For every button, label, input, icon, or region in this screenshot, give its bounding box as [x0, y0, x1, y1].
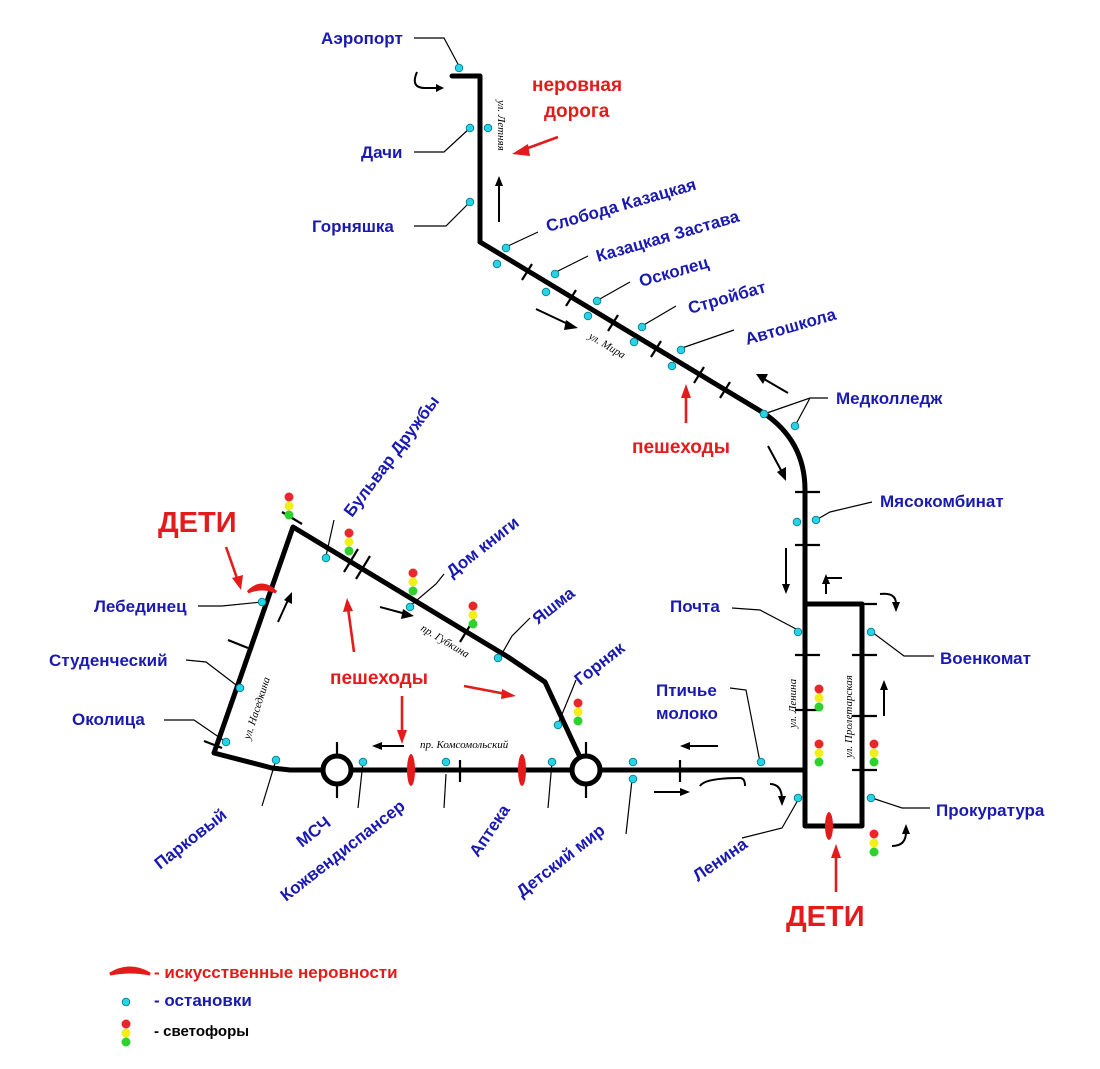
stop-label-studenchesky: Студенческий — [49, 651, 168, 670]
pedestrians-label-left: пешеходы — [330, 668, 428, 689]
stop-label-dom-knigi: Дом книги — [443, 513, 523, 581]
roundabout-mchs — [320, 753, 354, 787]
legend-bumps-text: - искусственные неровности — [154, 963, 398, 982]
street-nasedkina: ул. Наседкина — [241, 675, 273, 742]
traffic-light-icon — [344, 528, 354, 556]
traffic-light-icon — [814, 684, 824, 712]
road-komsomolsky-far-west — [211, 524, 589, 773]
stop-label-dachi: Дачи — [361, 143, 402, 162]
rough-road-label-1: неровная — [532, 75, 622, 96]
stop-label-lenina: Ленина — [689, 834, 751, 885]
stop-label-lebedinets: Лебединец — [94, 597, 187, 616]
stop-label-apteka: Аптека — [466, 801, 515, 860]
street-komsomolsky: пр. Комсомольский — [420, 739, 509, 751]
roundabout-gornyak — [569, 753, 603, 787]
legend: - искусственные неровности - остановки -… — [109, 963, 398, 1047]
traffic-light-icon — [408, 568, 418, 596]
stop-label-kozhvendispanser: Кожвендиспансер — [277, 796, 409, 905]
street-names: ул. Летняя ул. Мира ул. Наседкина пр. Гу… — [241, 99, 855, 759]
stop-label-oskolets: Осколец — [637, 253, 711, 291]
road-lenina-loop — [802, 601, 865, 829]
traffic-light-icon — [869, 829, 879, 857]
stop-label-ptichye-1: Птичье — [656, 681, 717, 700]
kids-label-right: ДЕТИ — [786, 901, 865, 933]
legend-stops-text: - остановки — [154, 991, 252, 1010]
stop-labels: Аэропорт Дачи Горняшка Слобода Казацкая … — [49, 29, 1045, 905]
leader-lines — [164, 37, 934, 839]
traffic-light-icon — [573, 698, 583, 726]
traffic-lights — [284, 492, 879, 857]
road-mira — [477, 239, 808, 773]
direction-arrows — [277, 71, 910, 847]
street-proletarskaya: ул. Пролетарская — [843, 675, 855, 759]
stop-label-avtoshkola: Автошкола — [743, 305, 839, 349]
street-lenina: ул. Ленина — [787, 678, 799, 729]
pedestrians-label-top: пешеходы — [632, 437, 730, 458]
legend-lights-text: - светофоры — [154, 1023, 249, 1040]
stop-label-stroybat: Стройбат — [686, 277, 768, 317]
stop-label-detsky-mir: Детский мир — [513, 821, 609, 902]
stop-label-voenkomat: Военкомат — [940, 649, 1031, 668]
speed-bumps — [246, 583, 833, 840]
stop-label-airport: Аэропорт — [321, 29, 403, 48]
stop-label-gornyak: Горняк — [571, 638, 629, 689]
traffic-light-icon — [468, 601, 478, 629]
stop-label-pochta: Почта — [670, 597, 720, 616]
stop-label-gornyashka: Горняшка — [312, 217, 394, 236]
road-ticks — [203, 263, 877, 782]
stop-label-bulvar: Бульвар Дружбы — [340, 392, 443, 520]
legend-stop-icon — [121, 997, 131, 1007]
warning-arrows — [224, 135, 841, 892]
stop-label-mchs: МСЧ — [293, 813, 335, 851]
stop-label-myasokombinat: Мясокомбинат — [880, 492, 1004, 511]
stop-label-ptichye-2: молоко — [656, 704, 718, 723]
legend-traffic-light-icon — [121, 1019, 131, 1047]
warning-labels: неровная дорога пешеходы пешеходы ДЕТИ Д… — [158, 75, 865, 933]
stop-label-medkolledzh: Медколледж — [836, 389, 943, 408]
stop-label-parkovy: Парковый — [151, 805, 231, 873]
street-mira: ул. Мира — [586, 330, 628, 362]
stop-label-yashma: Яшма — [529, 583, 579, 628]
traffic-light-icon — [814, 739, 824, 767]
kids-label-left: ДЕТИ — [158, 507, 237, 539]
stops — [221, 63, 876, 803]
stop-label-okolitsa: Околица — [72, 710, 145, 729]
road-letnyaya — [449, 73, 483, 245]
stop-label-prokuratura: Прокуратура — [936, 801, 1045, 820]
street-letnyaya: ул. Летняя — [495, 99, 507, 151]
traffic-light-icon — [869, 739, 879, 767]
rough-road-label-2: дорога — [544, 101, 610, 122]
roads — [211, 73, 865, 829]
traffic-light-icon — [284, 492, 294, 520]
legend-bump-icon — [109, 966, 151, 976]
